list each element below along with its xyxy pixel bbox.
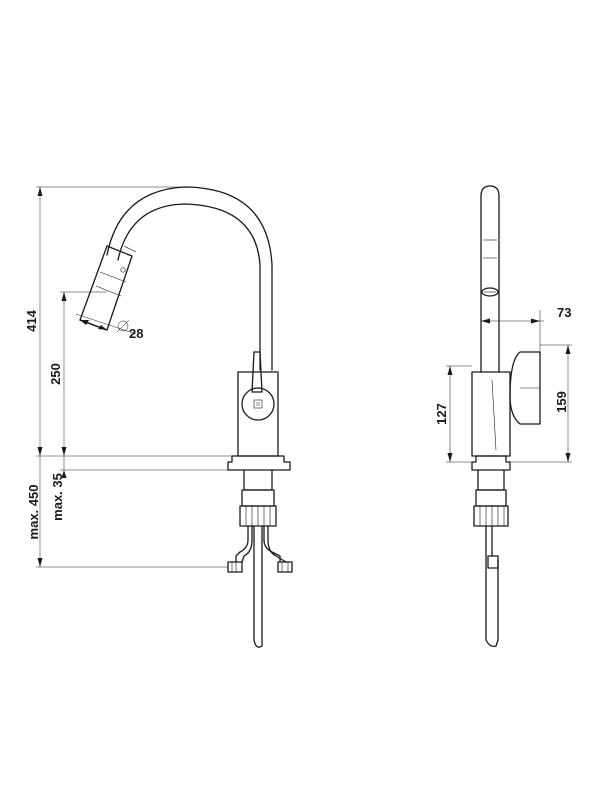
base-plate <box>227 455 291 471</box>
dim-label-max-hose: max. 450 <box>26 485 41 540</box>
front-view: 414 250 28 max. 450 max. 35 <box>24 186 293 648</box>
spout-inner <box>117 203 261 371</box>
side-body <box>471 371 511 457</box>
dim-label-spout-height: 250 <box>48 363 63 385</box>
dim-label-spray-diameter: 28 <box>129 326 143 341</box>
side-base-plate <box>471 455 511 471</box>
dim-label-total-height: 414 <box>24 309 39 331</box>
spout-outer <box>106 186 273 371</box>
side-lever <box>509 351 541 425</box>
pullout-hose <box>253 525 263 648</box>
valve-knob <box>241 387 275 421</box>
lever-handle <box>251 351 263 393</box>
dim-label-lever-height: 159 <box>554 391 569 413</box>
side-aerator <box>481 287 499 297</box>
fitting-right <box>277 561 293 573</box>
dim-label-body-height: 127 <box>434 403 449 425</box>
supply-hose-left <box>235 525 249 563</box>
shank <box>243 469 273 491</box>
spray-head <box>79 245 133 331</box>
side-view: 73 127 159 <box>434 185 572 648</box>
side-hose <box>485 525 499 648</box>
mixer-body <box>237 371 279 457</box>
fitting-left <box>227 561 243 573</box>
side-spout <box>480 185 500 373</box>
dim-label-max-counter: max. 35 <box>50 473 65 521</box>
dim-label-spout-offset: 73 <box>557 305 571 320</box>
